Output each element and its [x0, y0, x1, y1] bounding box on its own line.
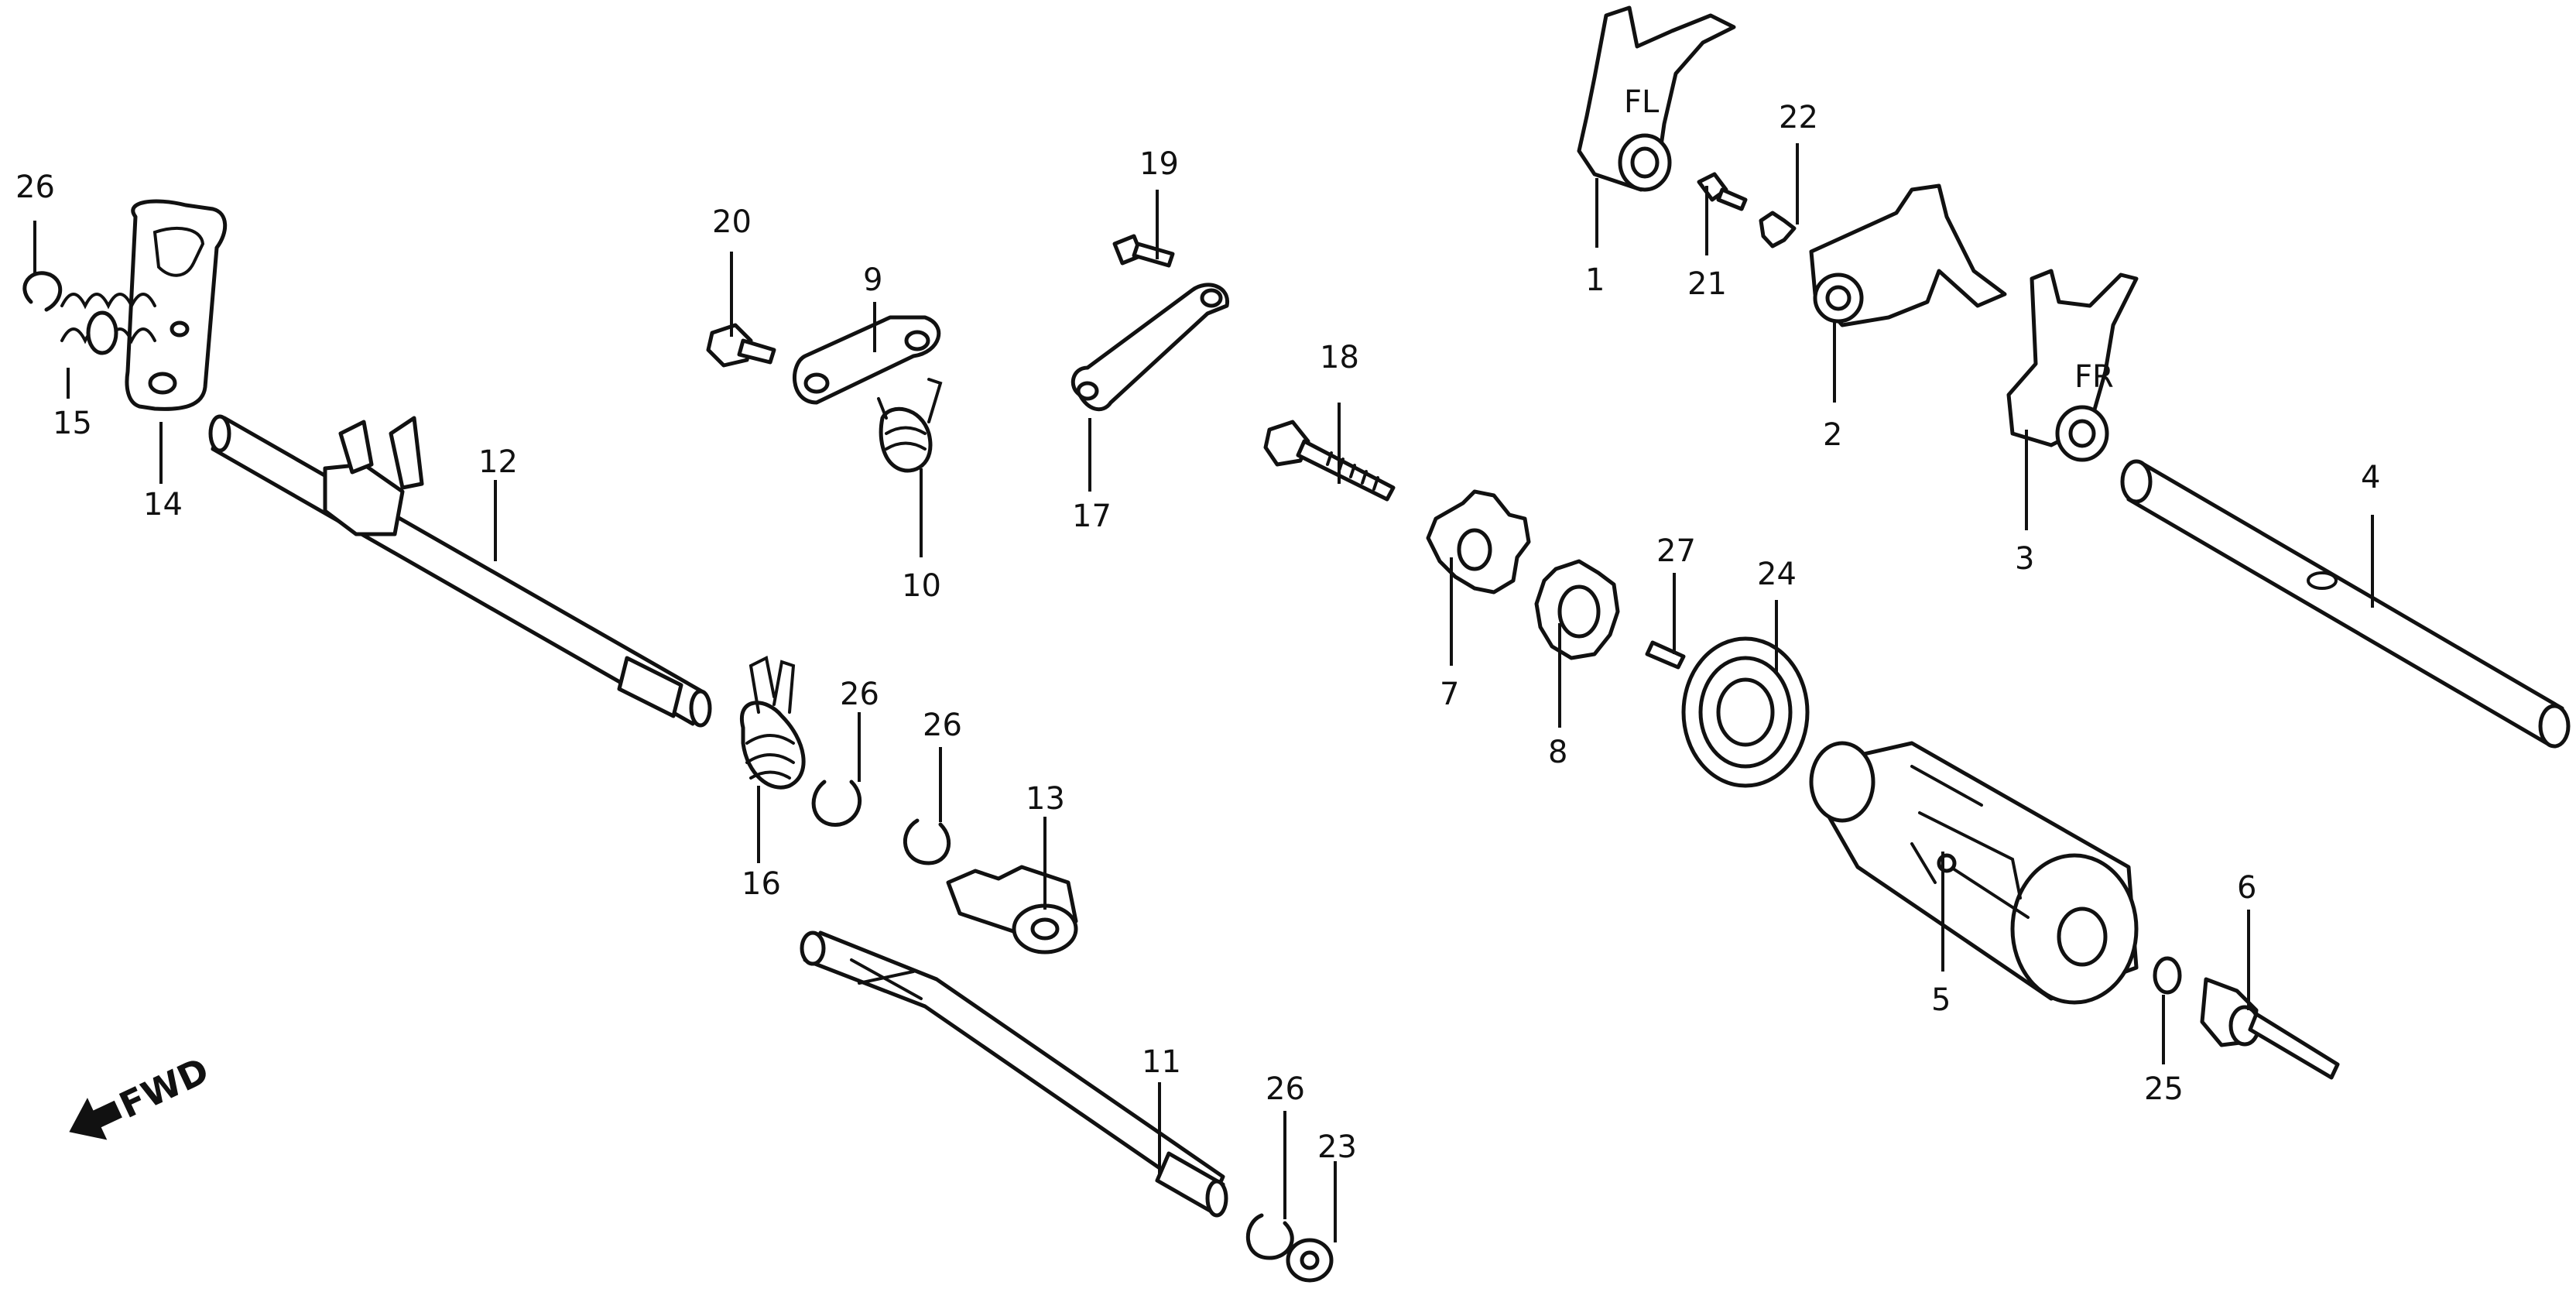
- callout-23: 23: [1317, 1129, 1357, 1165]
- part-26-clip-b: [811, 780, 862, 827]
- callout-18: 18: [1320, 340, 1359, 375]
- callout-12: 12: [478, 444, 518, 480]
- callout-27: 27: [1656, 533, 1696, 569]
- part-1-shift-fork: FL: [1577, 5, 1736, 192]
- callout-3: 3: [2015, 541, 2034, 577]
- callout-26c: 26: [923, 708, 962, 743]
- part-25-clip: [2153, 956, 2182, 995]
- callout-9: 9: [863, 262, 882, 298]
- callout-24: 24: [1757, 557, 1797, 592]
- callout-25: 25: [2144, 1071, 2184, 1107]
- callout-26b: 26: [840, 677, 879, 712]
- part-12-shaft: [208, 414, 712, 728]
- part-22-lock: [1759, 211, 1797, 248]
- part-13-arm: [946, 865, 1078, 954]
- callout-8: 8: [1548, 735, 1567, 770]
- fwd-label: FWD: [113, 1049, 215, 1126]
- callout-10: 10: [902, 568, 941, 604]
- callout-26d: 26: [1266, 1071, 1305, 1107]
- callout-11: 11: [1142, 1044, 1181, 1080]
- part-16-spring: [739, 656, 806, 790]
- callout-13: 13: [1026, 781, 1065, 817]
- leader-lines: [33, 143, 2374, 1242]
- part-15-spring: [60, 293, 156, 355]
- callout-labels: 1 2 3 4 5 6 7 8 9 10 11 12 13 14 15 16 1…: [15, 100, 2380, 1165]
- part-7-star-plate: [1426, 489, 1531, 595]
- part-14-plate: [125, 199, 228, 411]
- part-8-star-plate: [1534, 559, 1620, 660]
- callout-22: 22: [1779, 100, 1818, 135]
- fwd-arrow-icon: [69, 1098, 122, 1140]
- part-23-washer: [1286, 1238, 1334, 1283]
- callout-16: 16: [742, 866, 781, 902]
- callout-26a: 26: [15, 170, 55, 205]
- part-5-shift-drum: [1809, 741, 2139, 1005]
- callout-6: 6: [2237, 870, 2256, 906]
- fork-1-mark: FL: [1624, 84, 1660, 120]
- callout-17: 17: [1072, 499, 1112, 534]
- part-10-spring: [877, 378, 943, 473]
- callout-14: 14: [143, 487, 183, 523]
- part-26-clip-c: [903, 818, 951, 865]
- part-27-pin: [1645, 640, 1686, 670]
- callout-19: 19: [1139, 146, 1179, 182]
- callout-2: 2: [1823, 417, 1842, 453]
- part-9-arm: [793, 315, 941, 405]
- fwd-indicator: FWD: [69, 1049, 215, 1140]
- part-19-screw: [1112, 234, 1175, 268]
- part-26-clip-a: [22, 271, 63, 312]
- callout-4: 4: [2361, 460, 2380, 495]
- callout-7: 7: [1440, 677, 1459, 712]
- callout-21: 21: [1687, 266, 1727, 302]
- callout-20: 20: [712, 204, 752, 240]
- part-11-shaft: [800, 930, 1228, 1218]
- callout-5: 5: [1931, 982, 1951, 1018]
- fork-3-mark: FR: [2074, 359, 2114, 395]
- part-4-fork-shaft: [2120, 459, 2571, 749]
- part-3-shift-fork: FR: [2006, 269, 2139, 462]
- callout-1: 1: [1585, 262, 1605, 298]
- part-26-clip-d: [1245, 1213, 1294, 1260]
- part-17-plate: [1070, 283, 1229, 412]
- part-2-shift-fork: [1809, 183, 2007, 327]
- callout-15: 15: [53, 406, 92, 441]
- part-6-pin: [2200, 977, 2340, 1080]
- part-20-bolt: [706, 323, 776, 368]
- part-18-bolt: [1263, 420, 1396, 502]
- part-24-bearing: [1681, 636, 1810, 788]
